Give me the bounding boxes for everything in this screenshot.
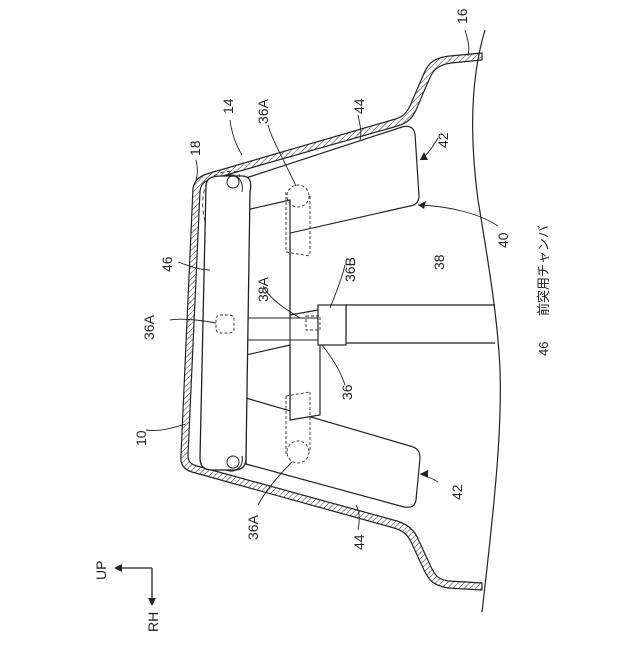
label-36A-left: 36A	[141, 314, 157, 340]
caption-number: 46	[536, 342, 551, 356]
label-36: 36	[339, 384, 355, 400]
label-10: 10	[133, 430, 149, 446]
label-46: 46	[159, 256, 175, 272]
label-16: 16	[454, 8, 470, 24]
panel-16-boundary	[473, 30, 501, 612]
label-38: 38	[431, 254, 447, 270]
label-44-bottom: 44	[351, 534, 367, 550]
label-40: 40	[495, 232, 511, 248]
label-18: 18	[187, 140, 203, 156]
direction-indicator: UP RH	[93, 561, 161, 632]
caption-text: 前突用チャンバ	[536, 225, 551, 316]
label-42-bottom: 42	[449, 484, 465, 500]
label-36B: 36B	[342, 257, 358, 282]
label-14: 14	[220, 98, 236, 114]
label-36A-bottom: 36A	[245, 514, 261, 540]
caption: 46 前突用チャンバ	[536, 225, 551, 356]
boss-36B	[318, 305, 346, 345]
direction-up-label: UP	[93, 561, 109, 580]
airbag-46-body	[200, 176, 251, 470]
arrow-head-42-bottom	[420, 470, 428, 478]
label-36A-top: 36A	[255, 98, 271, 124]
direction-rh-label: RH	[145, 612, 161, 632]
label-38A: 38A	[255, 276, 271, 302]
direction-rh-arrow	[148, 598, 156, 606]
label-44-top: 44	[351, 98, 367, 114]
arrow-head-40	[418, 201, 426, 209]
arrow-head-42-top	[420, 152, 428, 160]
label-42-top: 42	[435, 132, 451, 148]
direction-up-arrow	[114, 564, 122, 572]
